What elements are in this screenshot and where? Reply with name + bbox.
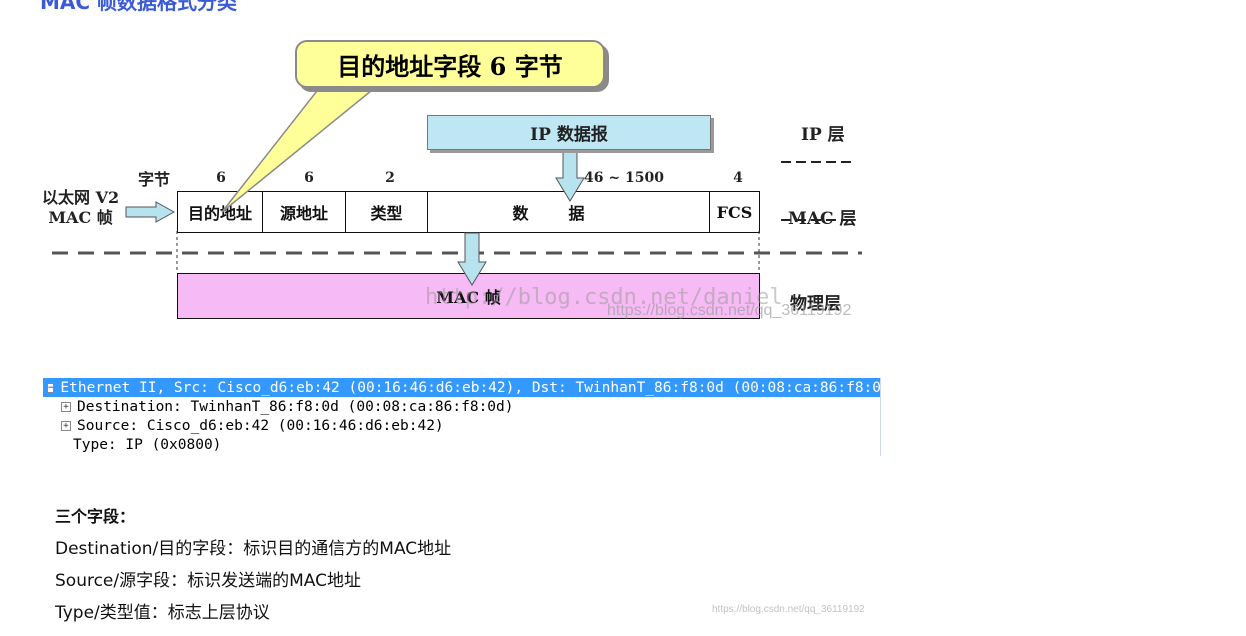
byte-size-data: 46 ~ 1500 — [584, 170, 664, 186]
ip-datagram-box: IP 数据报 — [427, 115, 711, 150]
note-destination: Destination/目的字段：标识目的通信方的MAC地址 — [55, 539, 452, 559]
watermark-csdn-footer: https://blog.csdn.net/qq_36119192 — [712, 604, 865, 615]
physical-layer-label: 物理层 — [790, 294, 841, 314]
source-row[interactable]: + Source: Cisco_d6:eb:42 (00:16:46:d6:eb… — [43, 416, 880, 435]
ethernet-v2-label: 以太网 V2 MAC 帧 — [42, 188, 119, 228]
ethernet-arrow-icon — [125, 201, 176, 223]
expand-icon[interactable]: + — [61, 420, 71, 431]
mac-layer-label: MAC 层 — [788, 209, 857, 229]
field-data: 数据 — [428, 192, 710, 232]
byte-size-type: 2 — [385, 170, 395, 186]
byte-size-source: 6 — [304, 170, 314, 186]
expand-icon[interactable]: + — [61, 401, 71, 412]
field-type: 类型 — [346, 192, 428, 232]
note-type: Type/类型值：标志上层协议 — [55, 603, 270, 623]
collapse-icon[interactable]: − — [47, 382, 55, 393]
ethernet-summary-text: Ethernet II, Src: Cisco_d6:eb:42 (00:16:… — [60, 379, 881, 396]
notes-heading: 三个字段： — [55, 507, 136, 526]
destination-text: Destination: TwinhanT_86:f8:0d (00:08:ca… — [77, 398, 514, 415]
bytes-label: 字节 — [138, 170, 171, 189]
ethernet-v2-line2: MAC 帧 — [48, 208, 113, 227]
physical-frame-box: MAC 帧 — [177, 273, 760, 319]
note-source: Source/源字段：标识发送端的MAC地址 — [55, 571, 361, 591]
callout-destination-6-bytes: 目的地址字段 6 字节 — [295, 40, 605, 88]
top-heading: MAC 帧数据格式分类 — [40, 0, 238, 14]
field-destination: 目的地址 — [178, 192, 263, 232]
notes-section: 三个字段： Destination/目的字段：标识目的通信方的MAC地址 Sou… — [55, 503, 451, 633]
byte-size-destination: 6 — [216, 170, 226, 186]
type-row[interactable]: Type: IP (0x0800) — [43, 435, 880, 454]
source-text: Source: Cisco_d6:eb:42 (00:16:46:d6:eb:4… — [77, 417, 444, 434]
type-text: Type: IP (0x0800) — [73, 436, 222, 453]
destination-row[interactable]: + Destination: TwinhanT_86:f8:0d (00:08:… — [43, 397, 880, 416]
field-source: 源地址 — [263, 192, 346, 232]
mac-frame: 目的地址 源地址 类型 数据 FCS — [177, 191, 760, 233]
wireshark-packet-tree: − Ethernet II, Src: Cisco_d6:eb:42 (00:1… — [43, 378, 881, 456]
ethernet-v2-line1: 以太网 V2 — [42, 188, 120, 207]
field-fcs: FCS — [716, 202, 753, 222]
ethernet-summary-row[interactable]: − Ethernet II, Src: Cisco_d6:eb:42 (00:1… — [43, 378, 880, 397]
ip-layer-label: IP 层 — [801, 125, 845, 145]
byte-size-fcs: 4 — [733, 170, 743, 186]
